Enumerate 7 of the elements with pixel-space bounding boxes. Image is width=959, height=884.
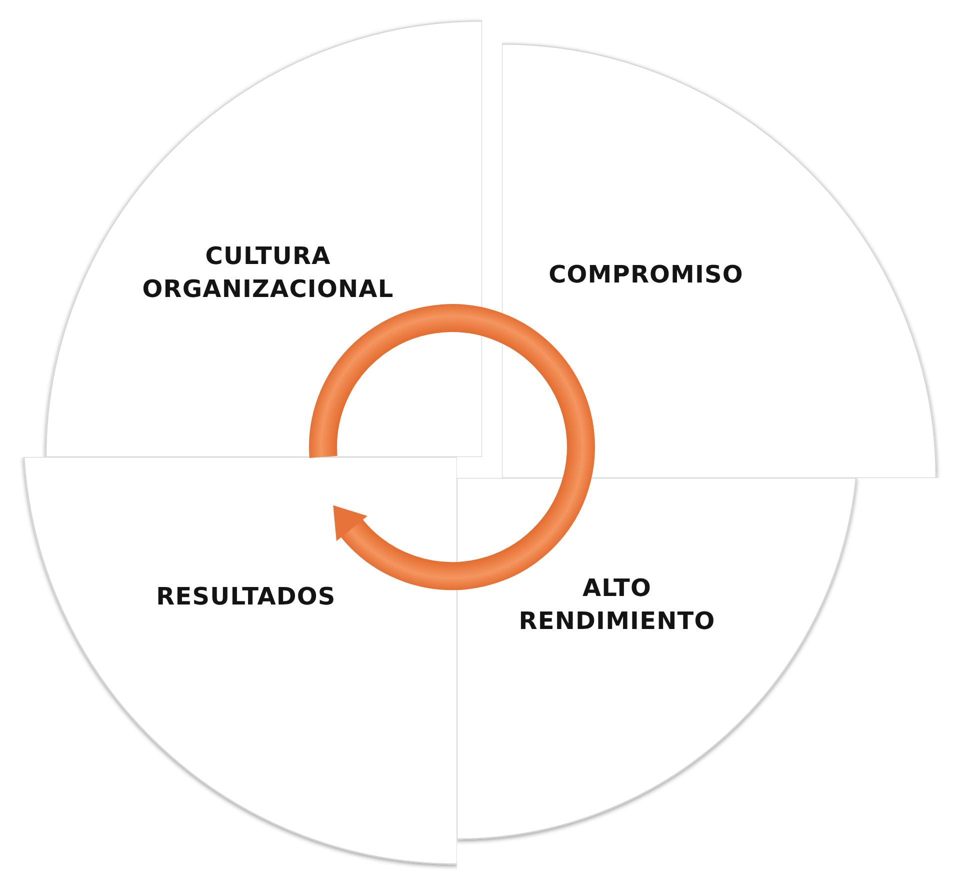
quadrant-label: ALTO RENDIMIENTO [518, 573, 716, 637]
quadrant-label: COMPROMISO [548, 260, 744, 290]
curved-line [494, 314, 594, 480]
curved-line [308, 304, 507, 457]
quadrant-label: CULTURA ORGANIZACIONAL [142, 241, 394, 305]
quadrant-label: RESULTADOS [156, 582, 336, 612]
curved-arrow [331, 472, 590, 590]
